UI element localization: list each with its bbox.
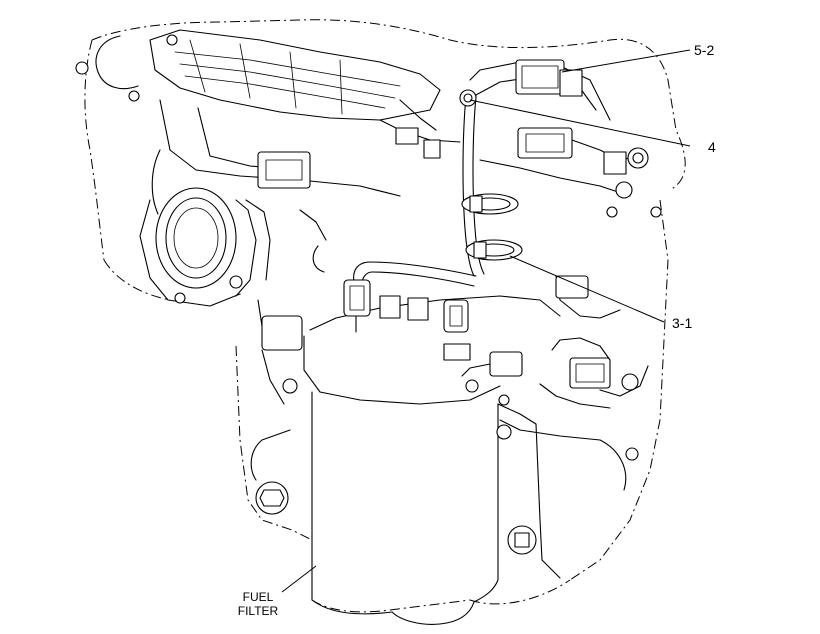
fuel-line-tube [353,89,485,287]
intake-manifold [75,29,441,215]
fuel-filter-canister [311,391,561,625]
left-bracket [245,199,327,405]
throttle-body [139,187,257,307]
callout-5-2: 5-2 [694,42,715,58]
leader-fuel-filter [281,565,317,593]
callout-4: 4 [708,139,716,155]
leader-3-1 [509,255,665,323]
fuel-filter-label-line1: FUEL [242,590,274,604]
leader-5-2 [561,49,691,73]
fuel-filter-label: FUEL FILTER [228,590,288,618]
leader-4 [469,99,691,147]
hose-clamps [461,193,523,261]
fuel-filter-label-line2: FILTER [237,604,279,618]
lower-mount-boss [250,429,291,515]
right-block-detail [499,275,649,491]
leader-lines [281,49,691,593]
callout-3-1: 3-1 [672,315,693,331]
engine-block-outline [84,19,686,613]
upper-wiring-harness [379,59,662,218]
fuel-filter-head [303,279,561,406]
